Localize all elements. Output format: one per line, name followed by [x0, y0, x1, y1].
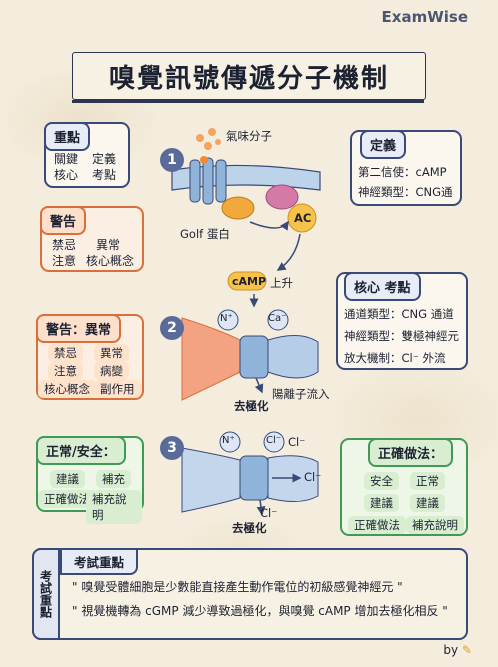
- card-pill: 補充說明: [86, 490, 142, 524]
- card-line: 神經類型：CNG通: [358, 185, 453, 199]
- card-zhongdian: 重點 關鍵 定義 核心 考點: [44, 122, 130, 188]
- card-cell: 核心: [54, 168, 79, 182]
- card-pill: 禁忌: [48, 344, 83, 362]
- card-head: 核心 考點: [344, 272, 421, 301]
- card-cell: 注意: [52, 254, 77, 268]
- card-cell: 考點: [92, 168, 117, 182]
- by-text: by: [443, 643, 459, 657]
- card-pill: 正確做法: [38, 490, 96, 508]
- card-zhengchang: 正常/安全： 建議 補充 正確做法 補充說明: [36, 436, 144, 524]
- card-line: 放大機制：Cl⁻ 外流: [344, 351, 446, 365]
- camp-label: cAMP: [232, 275, 267, 288]
- step-number: 2: [160, 316, 184, 340]
- card-line: 神經類型：雙極神經元: [344, 329, 459, 343]
- card-pill: 補充: [96, 470, 131, 488]
- card-pill: 核心概念: [38, 380, 96, 398]
- card-cell: 異常: [96, 238, 121, 252]
- card-hexin: 核心 考點 通道類型：CNG 通道 神經類型：雙極神經元 放大機制：Cl⁻ 外流: [336, 272, 468, 370]
- brand-logo: ExamWise: [381, 8, 468, 26]
- card-cell: 關鍵: [54, 152, 79, 166]
- card-cell: 禁忌: [52, 238, 77, 252]
- cl-bottom-label: Cl⁻: [260, 506, 278, 520]
- cl-label: Cl⁻: [288, 435, 306, 449]
- na3-label: N⁺: [222, 435, 235, 446]
- card-pill: 副作用: [94, 380, 141, 398]
- exam-line: " 視覺機轉為 cGMP 減少導致過極化，與嗅覺 cAMP 增加去極化相反 ": [72, 604, 448, 618]
- title-box: 嗅覺訊號傳遞分子機制: [72, 52, 426, 100]
- page-title: 嗅覺訊號傳遞分子機制: [108, 63, 389, 94]
- odorant-label: 氣味分子: [226, 129, 272, 143]
- exam-side-label: 考試重點: [38, 570, 53, 618]
- card-zhengque: 正確做法： 安全 正常 建議 建議 正確做法 補充說明: [340, 438, 468, 536]
- by-label: by ✎: [443, 643, 472, 657]
- card-head: 警告: [40, 206, 87, 235]
- card-pill: 病變: [94, 362, 129, 380]
- golf-label: Golf 蛋白: [180, 227, 230, 241]
- ac-label: AC: [294, 211, 312, 225]
- step-number: 1: [160, 148, 184, 172]
- card-pill: 建議: [50, 470, 85, 488]
- exam-line: " 嗅覺受體細胞是少數能直接產生動作電位的初級感覺神經元 ": [72, 580, 403, 594]
- card-jinggao: 警告 禁忌 異常 注意 核心概念: [40, 206, 144, 272]
- card-pill: 建議: [410, 494, 445, 512]
- bee-icon: ✎: [461, 643, 472, 657]
- card-pill: 補充說明: [406, 516, 464, 534]
- exam-side: 考試重點: [32, 548, 60, 640]
- card-pill: 異常: [94, 344, 129, 362]
- card-pill: 安全: [364, 472, 399, 490]
- card-line: 通道類型：CNG 通道: [344, 307, 454, 321]
- cation-in-label: 陽離子流入: [272, 387, 330, 401]
- card-pill: 正常: [410, 472, 445, 490]
- card-pill: 建議: [364, 494, 399, 512]
- card-head: 重點: [44, 122, 91, 151]
- card-dingyi: 定義 第二信使：cAMP 神經類型：CNG通: [350, 130, 462, 206]
- card-pill: 正確做法: [348, 516, 406, 534]
- card-head: 正確做法：: [368, 438, 454, 467]
- exam-box: 考試重點 考試重點 " 嗅覺受體細胞是少數能直接產生動作電位的初級感覺神經元 "…: [32, 548, 468, 640]
- card-cell: 核心概念: [86, 254, 135, 268]
- card-head: 定義: [360, 130, 407, 159]
- depol2-label: 去極化: [232, 521, 267, 535]
- ca-label: Ca⁻: [268, 313, 287, 324]
- depol-label: 去極化: [234, 399, 269, 413]
- card-line: 第二信使：cAMP: [358, 165, 447, 179]
- card-head: 正常/安全：: [36, 436, 126, 465]
- card-head: 警告：異常: [36, 314, 122, 343]
- cl3-label: Cl⁻: [266, 435, 282, 446]
- title-underline: [72, 100, 424, 103]
- exam-head: 考試重點: [60, 548, 139, 575]
- cl-out-label: Cl⁻: [304, 470, 322, 484]
- card-jinggao-yichang: 警告：異常 禁忌 異常 注意 病變 核心概念 副作用: [36, 314, 144, 400]
- card-cell: 定義: [92, 152, 117, 166]
- step-number: 3: [160, 436, 184, 460]
- camp-up-label: 上升: [270, 276, 293, 290]
- card-pill: 注意: [48, 362, 83, 380]
- na-label: N⁺: [220, 313, 233, 324]
